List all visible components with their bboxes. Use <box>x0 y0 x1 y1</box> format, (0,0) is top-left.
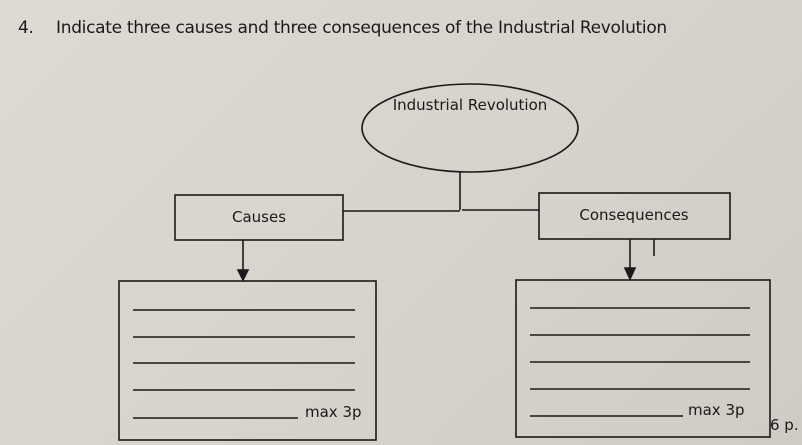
consequences-label: Consequences <box>579 206 688 224</box>
consequences-arrow-head <box>623 267 637 281</box>
total-points: 6 p. <box>770 416 799 434</box>
causes-box <box>174 194 344 241</box>
causes-points: max 3p <box>305 403 362 421</box>
question-heading: 4. Indicate three causes and three conseq… <box>18 18 667 38</box>
consequences-box <box>538 192 731 240</box>
consequences-answer-box[interactable] <box>515 279 771 438</box>
causes-label: Causes <box>232 208 286 226</box>
causes-arrow-head <box>236 269 250 282</box>
center-ellipse <box>361 83 579 173</box>
question-number: 4. <box>18 18 34 38</box>
center-label: Industrial Revolution <box>393 96 548 114</box>
consequences-points: max 3p <box>688 401 745 419</box>
question-text: Indicate three causes and three conseque… <box>56 18 667 38</box>
causes-answer-box[interactable] <box>118 280 377 441</box>
